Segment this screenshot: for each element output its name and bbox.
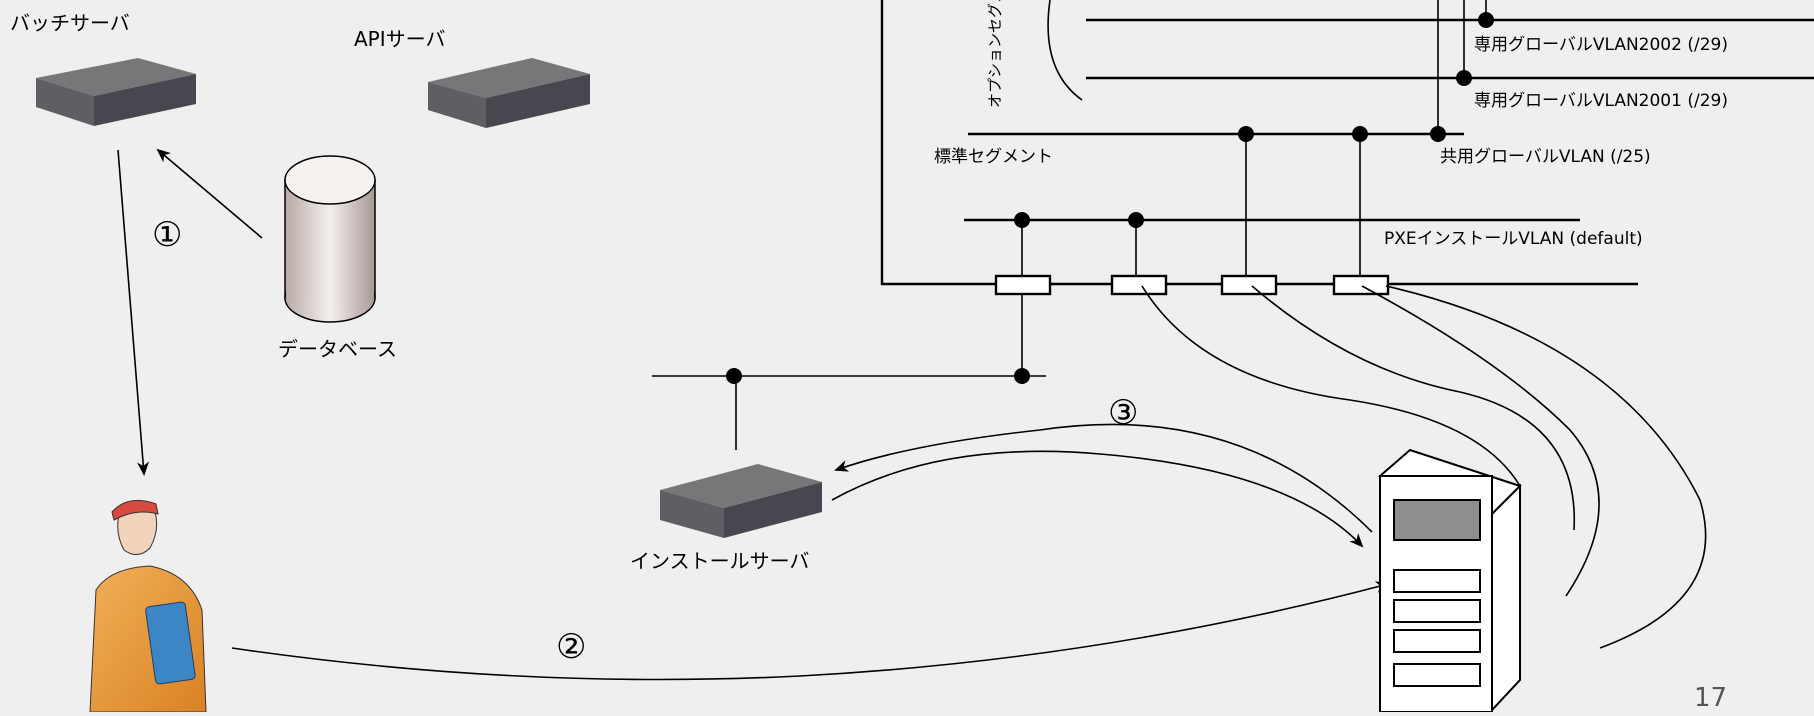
database-icon [284, 155, 376, 323]
rack-cables [1141, 285, 1707, 649]
server-rack-icon [1378, 448, 1522, 713]
install-server-icon [660, 464, 822, 538]
option-segment-bracket [1047, 0, 1083, 101]
batch-to-operator-arrow [117, 149, 150, 476]
step-2-marker: ② [556, 627, 586, 667]
vlan-2001-label: 専用グローバルVLAN2001 (/29) [1474, 91, 1728, 111]
shared-vlan-label: 共用グローバルVLAN (/25) [1440, 147, 1651, 167]
api-server-label: APIサーバ [354, 27, 445, 51]
step-3-marker: ③ [1108, 393, 1138, 433]
db-to-batch-arrow [156, 148, 263, 239]
switch-ports [994, 274, 1390, 296]
junction-dots [726, 12, 1494, 384]
operator-figure-icon [89, 499, 207, 713]
step-1-marker: ① [152, 215, 182, 255]
standard-segment-label: 標準セグメント [934, 147, 1053, 167]
option-segment-label: オプションセグメント [986, 0, 1004, 108]
batch-server-icon [36, 58, 196, 126]
page-number: 17 [1694, 683, 1727, 712]
batch-server-label: バッチサーバ [10, 11, 130, 35]
install-server-label: インストールサーバ [630, 549, 809, 573]
pxe-vlan-label: PXEインストールVLAN (default) [1384, 229, 1643, 249]
install-to-rack-arrow [831, 450, 1364, 548]
operator-to-rack-arrow [231, 581, 1390, 681]
vlan-2002-label: 専用グローバルVLAN2002 (/29) [1474, 35, 1728, 55]
database-label: データベース [278, 337, 397, 361]
api-server-icon [428, 58, 590, 128]
rack-to-install-arrow [834, 423, 1373, 533]
